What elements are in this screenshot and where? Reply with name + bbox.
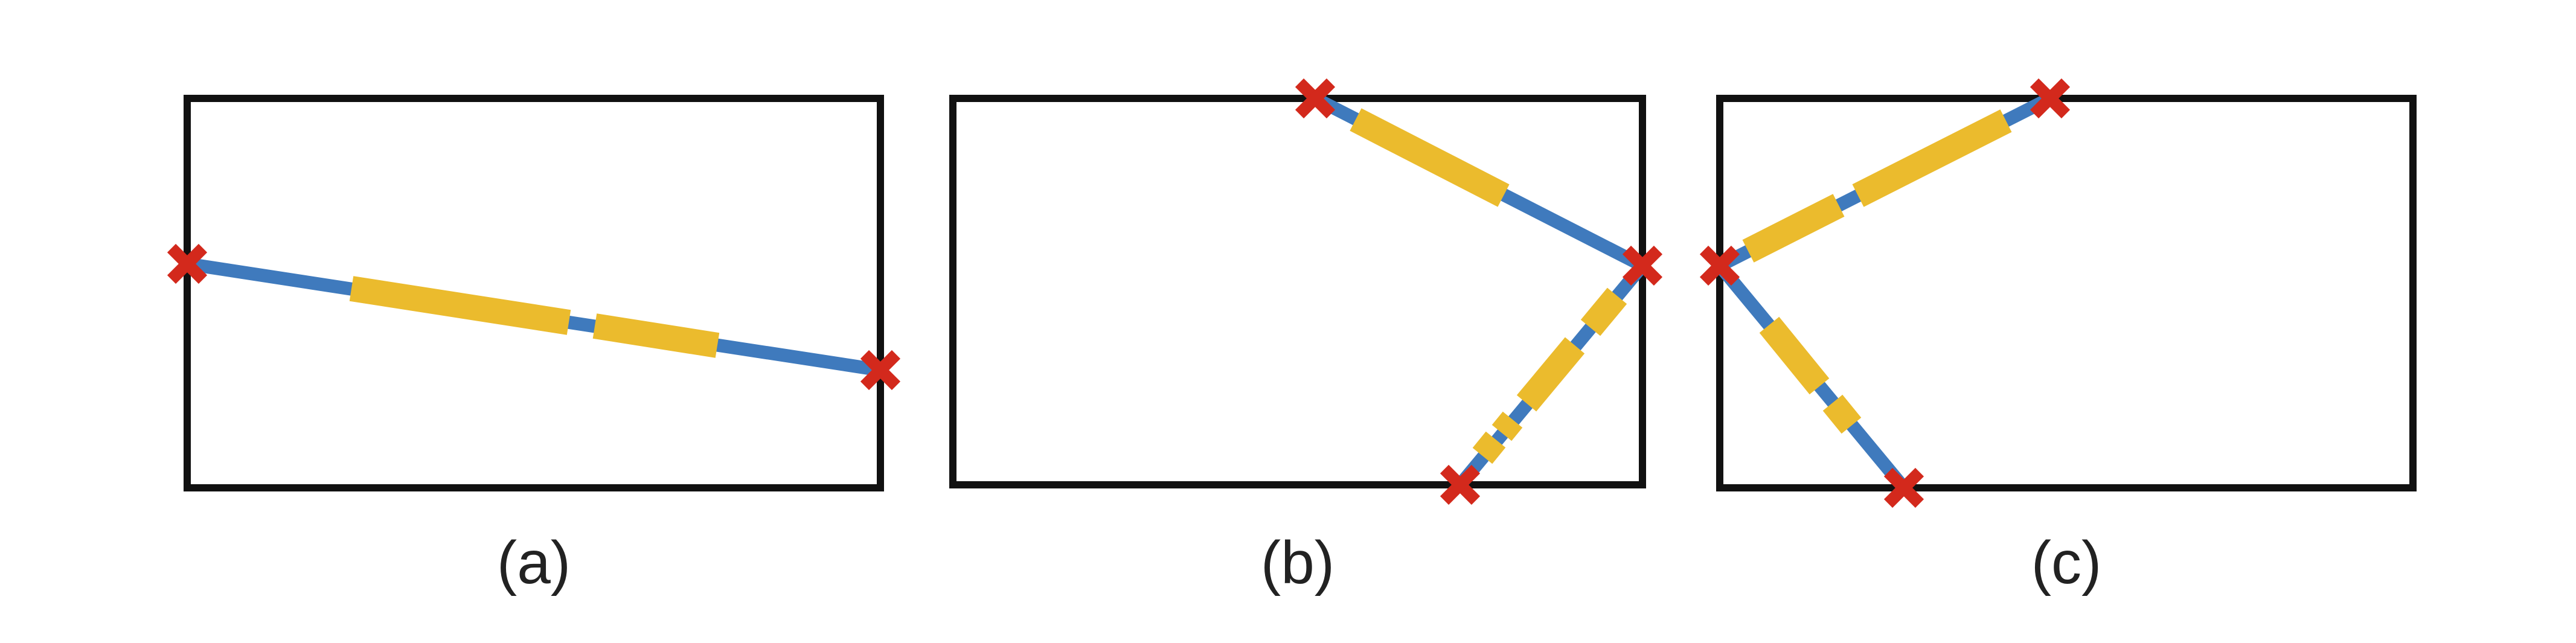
panel-b-caption: (b): [1261, 529, 1334, 597]
panel-a: (a): [167, 95, 901, 597]
panel-a-endpoint-2-cross-icon: [860, 350, 901, 391]
panel-c-endpoint-3-cross-icon: [1883, 467, 1924, 508]
panel-c-endpoint-2-cross-icon: [2030, 78, 2071, 119]
panel-c: (c): [1699, 78, 2417, 597]
panel-a-endpoint-1-cross-icon: [167, 243, 208, 284]
panel-c-path-1-segment-1: [1742, 194, 1845, 263]
panel-a-frame: [184, 95, 884, 491]
panel-b-endpoint-2-cross-icon: [1622, 245, 1663, 286]
panel-c-caption: (c): [2031, 529, 2102, 597]
panel-c-path-1-segment-2: [1852, 109, 2012, 207]
panel-b-frame: [949, 95, 1646, 488]
panel-b-endpoint-3-cross-icon: [1440, 464, 1481, 505]
panel-c-endpoint-1-cross-icon: [1699, 245, 1740, 286]
panel-b-path-2-segment-4: [1472, 431, 1506, 464]
panel-b-path-1-segment-1: [1350, 108, 1510, 207]
panel-c-path-2-segment-1: [1759, 316, 1830, 395]
panel-b-path-2-segment-2: [1516, 337, 1585, 412]
panel-b-path-2-segment-3: [1491, 411, 1523, 441]
panel-a-path-1-segment-2: [592, 313, 720, 358]
panel-c-path-2-segment-2: [1822, 394, 1862, 434]
panel-b-endpoint-1-cross-icon: [1295, 78, 1336, 119]
panel-a-path-1-segment-1: [349, 276, 571, 335]
panel-c-frame: [1716, 95, 2417, 491]
panel-b: (b): [949, 78, 1663, 597]
panel-a-caption: (a): [497, 529, 571, 597]
panel-b-path-2-segment-1: [1580, 287, 1627, 336]
